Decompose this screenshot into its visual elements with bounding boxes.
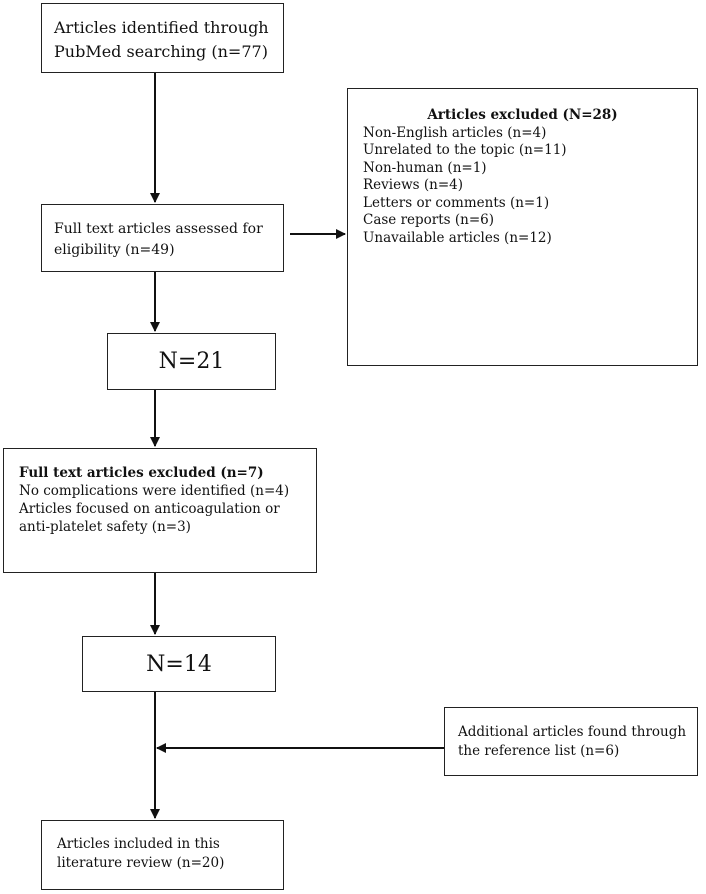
- identified-line-2: PubMed searching (n=77): [54, 42, 268, 61]
- excluded-first-item: Case reports (n=6): [363, 212, 495, 228]
- included-box: Articles included in this literature rev…: [41, 820, 284, 890]
- assessed-line-2: eligibility (n=49): [54, 242, 175, 258]
- n14-label: N=14: [146, 651, 212, 677]
- excluded-second-box: Full text articles excluded (n=7) No com…: [3, 448, 317, 573]
- excluded-first-item: Letters or comments (n=1): [363, 194, 550, 211]
- additional-box: Additional articles found through the re…: [444, 707, 698, 776]
- excluded-first-title: Articles excluded (N=28): [427, 107, 618, 123]
- assessed-line-1: Full text articles assessed for: [54, 221, 263, 237]
- excluded-second-item: Articles focused on anticoagulation or: [19, 501, 280, 517]
- excluded-first-item: Unavailable articles (n=12): [363, 229, 552, 246]
- excluded-first-item: Reviews (n=4): [363, 177, 463, 193]
- excluded-first-box: Articles excluded (N=28) Non-English art…: [347, 88, 698, 366]
- excluded-second-item: No complications were identified (n=4): [19, 483, 290, 499]
- excluded-second-title: Full text articles excluded (n=7): [19, 465, 264, 481]
- included-line-1: Articles included in this: [57, 836, 220, 852]
- excluded-first-item: Non-human (n=1): [363, 159, 487, 176]
- excluded-first-item: Non-English articles (n=4): [363, 124, 547, 141]
- identified-line-1: Articles identified through: [54, 18, 269, 37]
- n21-label: N=21: [158, 349, 225, 374]
- n14-box: N=14: [82, 636, 276, 692]
- included-line-2: literature review (n=20): [57, 855, 225, 871]
- excluded-first-item: Unrelated to the topic (n=11): [363, 142, 567, 158]
- n21-box: N=21: [107, 333, 276, 390]
- identified-box: Articles identified through PubMed searc…: [41, 3, 284, 73]
- additional-line-2: the reference list (n=6): [458, 743, 620, 759]
- additional-line-1: Additional articles found through: [458, 724, 687, 740]
- assessed-box: Full text articles assessed for eligibil…: [41, 204, 284, 272]
- excluded-second-item: anti‐platelet safety (n=3): [19, 519, 191, 535]
